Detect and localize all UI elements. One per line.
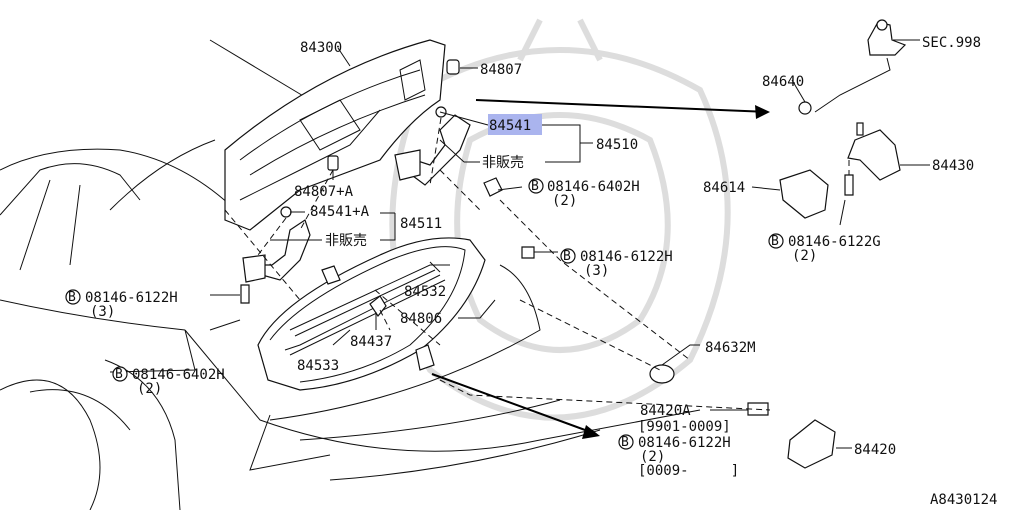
leader-lines bbox=[109, 39, 930, 449]
bolt-qty-b4: (2) bbox=[137, 381, 162, 397]
label-84420: 84420 bbox=[854, 442, 896, 458]
bolt-marker: B bbox=[68, 290, 76, 305]
highlight-84541 bbox=[488, 114, 542, 135]
label-84420a: 84420A bbox=[640, 403, 691, 419]
bolt-callout-b1: B 08146-6402H (2) bbox=[528, 178, 640, 209]
label-84511: 84511 bbox=[400, 216, 442, 232]
trunk-lid-84300 bbox=[224, 39, 446, 231]
striker-84420 bbox=[787, 419, 836, 469]
bolt-callout-b6: B 08146-6122H (2) bbox=[618, 434, 731, 465]
label-84632m: 84632M bbox=[705, 340, 756, 356]
rod-84640 bbox=[798, 57, 891, 115]
fastener-84807a bbox=[327, 155, 339, 171]
label-not-for-sale-1: 非販売 bbox=[482, 155, 524, 171]
label-84541a: 84541+A bbox=[310, 204, 370, 220]
grommet-84541a bbox=[280, 206, 292, 218]
bolt-code-b4: 08146-6402H bbox=[132, 367, 225, 383]
label-84640: 84640 bbox=[762, 74, 804, 90]
bolt-callout-b3: B 08146-6122H (3) bbox=[65, 289, 178, 320]
hinge-84510 bbox=[394, 114, 471, 186]
figure-code: A8430124 bbox=[930, 492, 997, 508]
label-84430: 84430 bbox=[932, 158, 974, 174]
label-84806: 84806 bbox=[400, 311, 442, 327]
bolt-code-b5: 08146-6122G bbox=[788, 234, 881, 250]
bolt-code-b2: 08146-6122H bbox=[580, 249, 673, 265]
bolt-qty-b3: (3) bbox=[90, 304, 115, 320]
striker-84420-ref bbox=[415, 344, 435, 371]
label-84533: 84533 bbox=[297, 358, 339, 374]
lock-cylinder-sec998 bbox=[867, 19, 907, 56]
date-range-2: [0009- ] bbox=[638, 463, 739, 479]
arrow-to-latch-assembly bbox=[475, 99, 770, 119]
arrow-to-striker bbox=[431, 373, 600, 439]
actuator-84614 bbox=[779, 169, 829, 219]
bolt-qty-b5: (2) bbox=[792, 248, 817, 264]
bolt-qty-b2: (3) bbox=[584, 263, 609, 279]
bolt-qty-b1: (2) bbox=[552, 193, 577, 209]
bolt-marker: B bbox=[531, 179, 539, 194]
bolt-callout-b2: B 08146-6122H (3) bbox=[560, 248, 673, 279]
label-84300: 84300 bbox=[300, 40, 342, 56]
label-84510: 84510 bbox=[596, 137, 638, 153]
label-84614: 84614 bbox=[703, 180, 745, 196]
bolt-code-b6: 08146-6122H bbox=[638, 435, 731, 451]
label-84532: 84532 bbox=[404, 284, 446, 300]
label-84541: 84541 bbox=[489, 118, 531, 134]
bolt-code-b1: 08146-6402H bbox=[547, 179, 640, 195]
bolt-marker: B bbox=[621, 435, 629, 450]
torsion-bar-84532 bbox=[289, 264, 450, 337]
trunk-opening-84806 bbox=[257, 237, 486, 391]
bolt-callout-b4: B 08146-6402H (2) bbox=[112, 366, 225, 397]
dashed-guide-lines bbox=[224, 117, 850, 411]
hinge-84511 bbox=[242, 219, 311, 283]
torsion-bar-84533 bbox=[284, 274, 446, 356]
plug-84632m bbox=[649, 364, 675, 384]
bolt-qty-b6: (2) bbox=[640, 449, 665, 465]
clip-84437 bbox=[369, 295, 387, 318]
bolt-callout-b5: B 08146-6122G (2) bbox=[768, 233, 881, 264]
bolt-graphic bbox=[240, 174, 854, 416]
bolt-marker: B bbox=[771, 234, 779, 249]
label-84807a: 84807+A bbox=[294, 184, 354, 200]
bolt-marker: B bbox=[115, 367, 123, 382]
label-84807: 84807 bbox=[480, 62, 522, 78]
label-84437: 84437 bbox=[350, 334, 392, 350]
label-not-for-sale-2: 非販売 bbox=[325, 233, 367, 249]
date-range-1: [9901-0009] bbox=[638, 419, 731, 435]
car-body-outline bbox=[0, 39, 701, 510]
bolt-code-b3: 08146-6122H bbox=[85, 290, 178, 306]
latch-84430 bbox=[847, 122, 901, 181]
label-sec998: SEC.998 bbox=[922, 35, 981, 51]
fastener-84807 bbox=[446, 59, 460, 75]
bolt-marker: B bbox=[563, 249, 571, 264]
watermark-emblem bbox=[389, 18, 731, 421]
